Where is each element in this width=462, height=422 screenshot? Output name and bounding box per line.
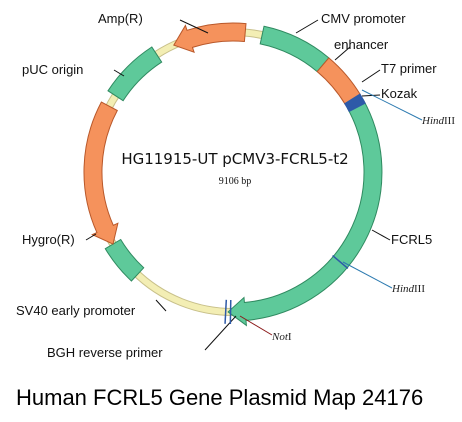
- feature-arc-cmv-promoter: [259, 25, 330, 73]
- feature-label-cmv-promoter: CMV promoter: [321, 11, 406, 26]
- feature-label-bgh-reverse-primer: BGH reverse primer: [47, 345, 163, 360]
- feature-arc-fcrl5: [227, 99, 383, 327]
- feature-arc-hygro: [83, 101, 119, 245]
- figure-caption: Human FCRL5 Gene Plasmid Map 24176: [16, 385, 423, 410]
- feature-label-puc-origin: pUC origin: [22, 62, 83, 77]
- plasmid-name: HG11915-UT pCMV3-FCRL5-t2: [121, 150, 348, 168]
- feature-label-enhancer: enhancer: [334, 37, 389, 52]
- hindiii-site-line-1: [361, 89, 423, 121]
- noti-site-line: [239, 315, 273, 336]
- feature-arc-puc-origin: [107, 46, 163, 102]
- feature-label-kozak: Kozak: [381, 86, 418, 101]
- feature-arc-amp: [173, 22, 247, 54]
- feature-label-t7-primer: T7 primer: [381, 61, 437, 76]
- label-leader-lines: [85, 19, 391, 351]
- bgh-noti-site-tick: [224, 299, 228, 324]
- plasmid-size: 9106 bp: [219, 176, 252, 187]
- hindiii-site-line-2: [342, 261, 393, 289]
- site-label-noti: NotI: [271, 331, 292, 343]
- feature-label-amp: Amp(R): [98, 11, 143, 26]
- feature-label-hygro: Hygro(R): [22, 232, 75, 247]
- feature-label-fcrl5: FCRL5: [391, 232, 432, 247]
- hindiii-site-tick: [332, 254, 349, 269]
- site-label-hindiii-2: HindIII: [391, 283, 425, 295]
- kozak-marker: [344, 93, 366, 113]
- feature-label-sv40: SV40 early promoter: [16, 303, 136, 318]
- site-label-hindiii-1: HindIII: [421, 115, 455, 127]
